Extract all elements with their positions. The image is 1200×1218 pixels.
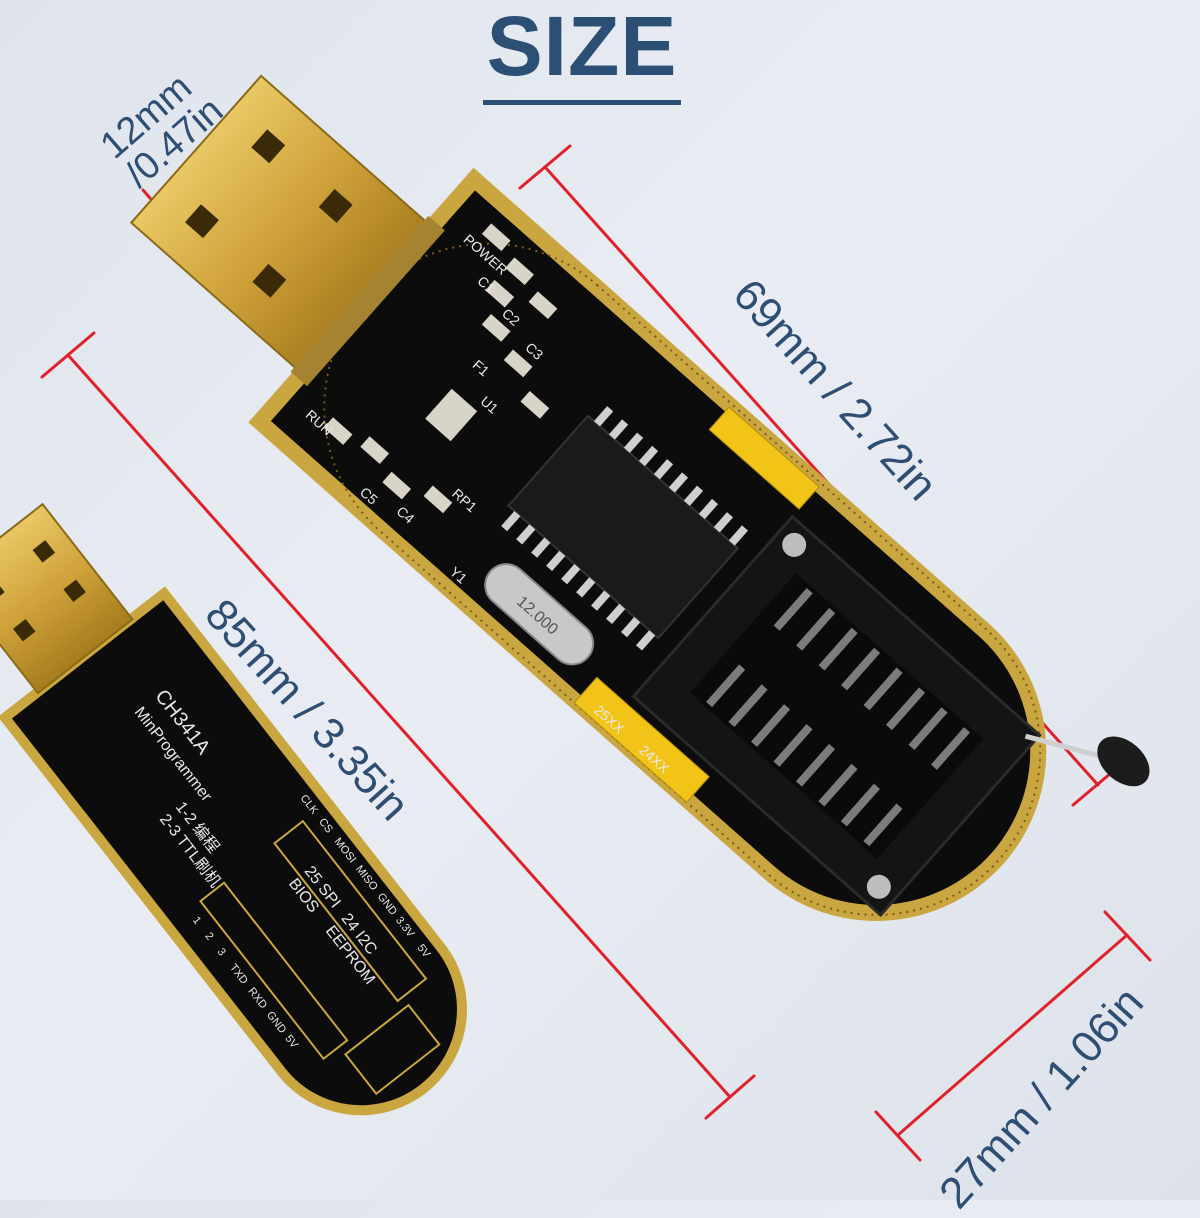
usb-plug xyxy=(129,74,445,387)
total-length-line xyxy=(40,331,756,1120)
programmer-front: 12.000 xyxy=(129,74,1150,921)
board-width-line xyxy=(874,910,1152,1162)
pin-headers xyxy=(573,406,820,803)
ch341a-chip xyxy=(501,406,748,651)
programmer-back: CH341A MinProgrammer 1-2 编程 2-3 TTL刷机 25… xyxy=(0,502,467,1116)
smd-parts xyxy=(323,223,558,514)
title-underline xyxy=(483,100,681,105)
zif-socket xyxy=(631,514,1150,918)
page-title: SIZE xyxy=(486,0,678,93)
crystal: 12.000 xyxy=(484,563,595,666)
